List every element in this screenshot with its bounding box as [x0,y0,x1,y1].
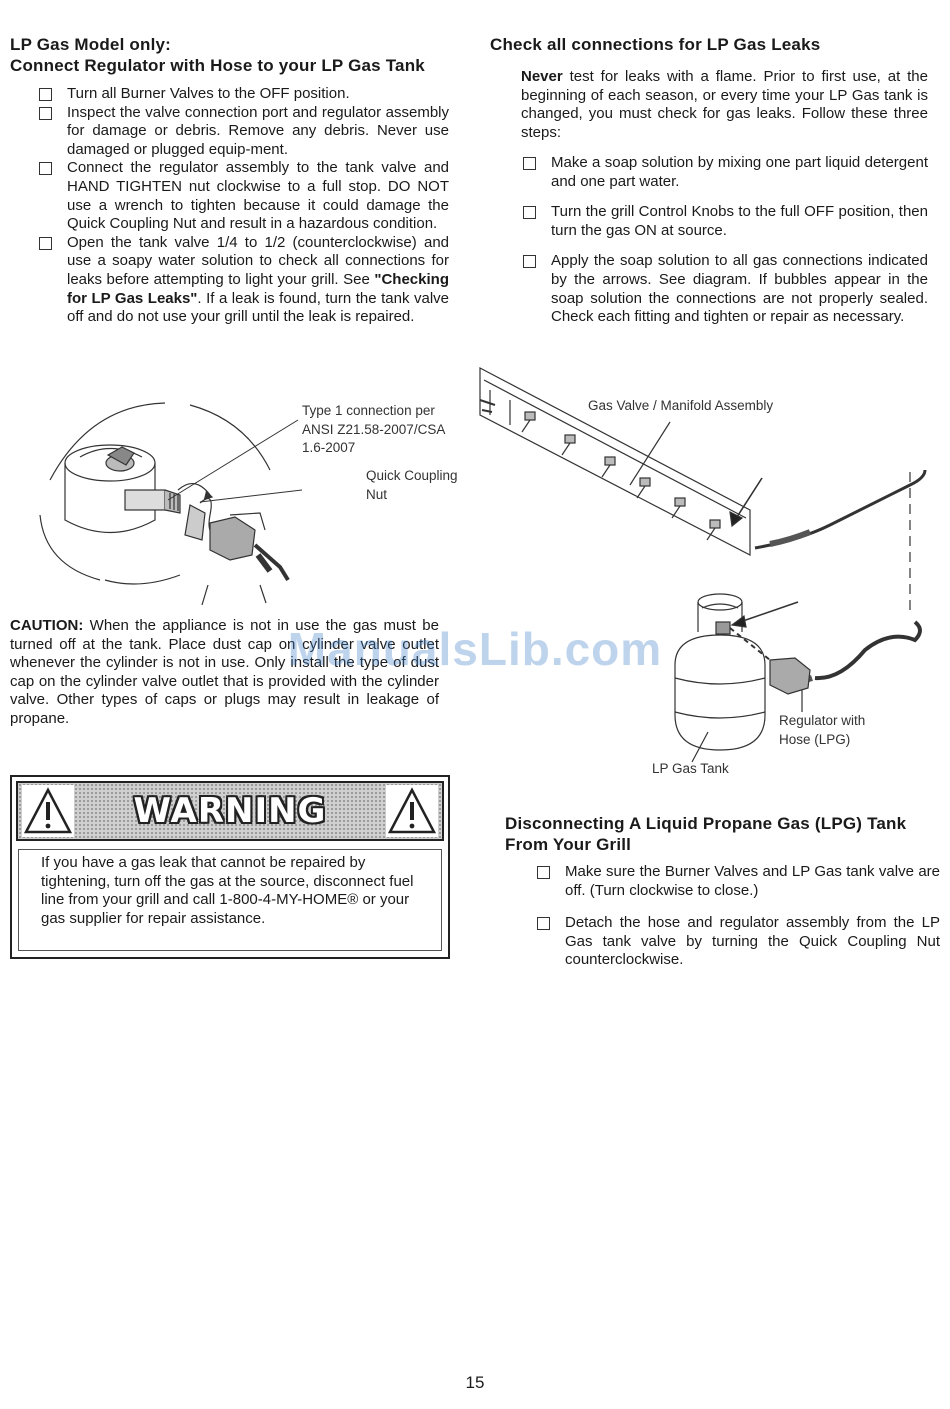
label-regulator-hose: Regulator with Hose (LPG) [779,713,866,747]
disconnect-heading: Disconnecting A Liquid Propane Gas (LPG)… [505,814,907,854]
connect-steps-list: Turn all Burner Valves to the OFF positi… [39,85,449,327]
checkbox-icon [523,157,536,170]
leak-step-2: Turn the grill Control Knobs to the full… [523,203,928,240]
warning-triangle-icon [386,785,438,837]
right-heading-check: Check all connections for LP Gas Leaks [490,35,821,54]
leak-step-3: Apply the soap solution to all gas conne… [523,252,928,326]
never-label: Never [521,68,563,85]
caution-label: CAUTION: [10,617,84,634]
leak-step-1: Make a soap solution by mixing one part … [523,154,928,191]
connect-step-4: Open the tank valve 1/4 to 1/2 (counterc… [39,234,449,327]
checkbox-icon [39,236,52,250]
leak-intro-paragraph: Never test for leaks with a flame. Prior… [521,68,928,141]
watermark: ManualsLib.com [287,623,663,675]
label-quick-coupling-nut: Quick Coupling Nut [366,468,458,502]
connect-step-1: Turn all Burner Valves to the OFF positi… [39,85,449,104]
left-heading-connect: Connect Regulator with Hose to your LP G… [10,56,425,75]
warning-box: WARNING If you have a gas leak that cann… [10,775,450,959]
label-manifold-assembly: Gas Valve / Manifold Assembly [588,398,774,413]
checkbox-icon [537,917,550,931]
gas-system-diagram [479,367,927,763]
connect-step-2: Inspect the valve connection port and re… [39,104,449,160]
warning-title: WARNING [133,791,327,831]
checkbox-icon [39,106,52,120]
caution-paragraph: CAUTION: When the appliance is not in us… [10,617,439,727]
label-type1-connection: Type 1 connection per ANSI Z21.58-2007/C… [302,403,445,455]
checkbox-icon [523,255,536,269]
disconnect-step-2: Detach the hose and regulator assembly f… [537,914,940,970]
figure-leader-lines [167,419,303,503]
disconnect-step-1: Make sure the Burner Valves and LP Gas t… [537,863,940,900]
warning-header: WARNING [16,781,444,841]
checkbox-icon [39,162,52,176]
leak-steps-list: Make a soap solution by mixing one part … [523,154,928,327]
label-lp-gas-tank: LP Gas Tank [652,761,729,776]
warning-triangle-icon [22,785,74,837]
disconnect-steps-list: Make sure the Burner Valves and LP Gas t… [537,863,940,970]
leak-check-reference: "Checking for LP Gas Leaks" [67,270,449,307]
checkbox-icon [39,88,52,101]
left-heading-model: LP Gas Model only: [10,35,172,54]
warning-body: If you have a gas leak that cannot be re… [18,849,442,951]
checkbox-icon [523,206,536,220]
connect-step-3: Connect the regulator assembly to the ta… [39,159,449,233]
checkbox-icon [537,866,550,879]
page-number: 15 [465,1373,485,1392]
